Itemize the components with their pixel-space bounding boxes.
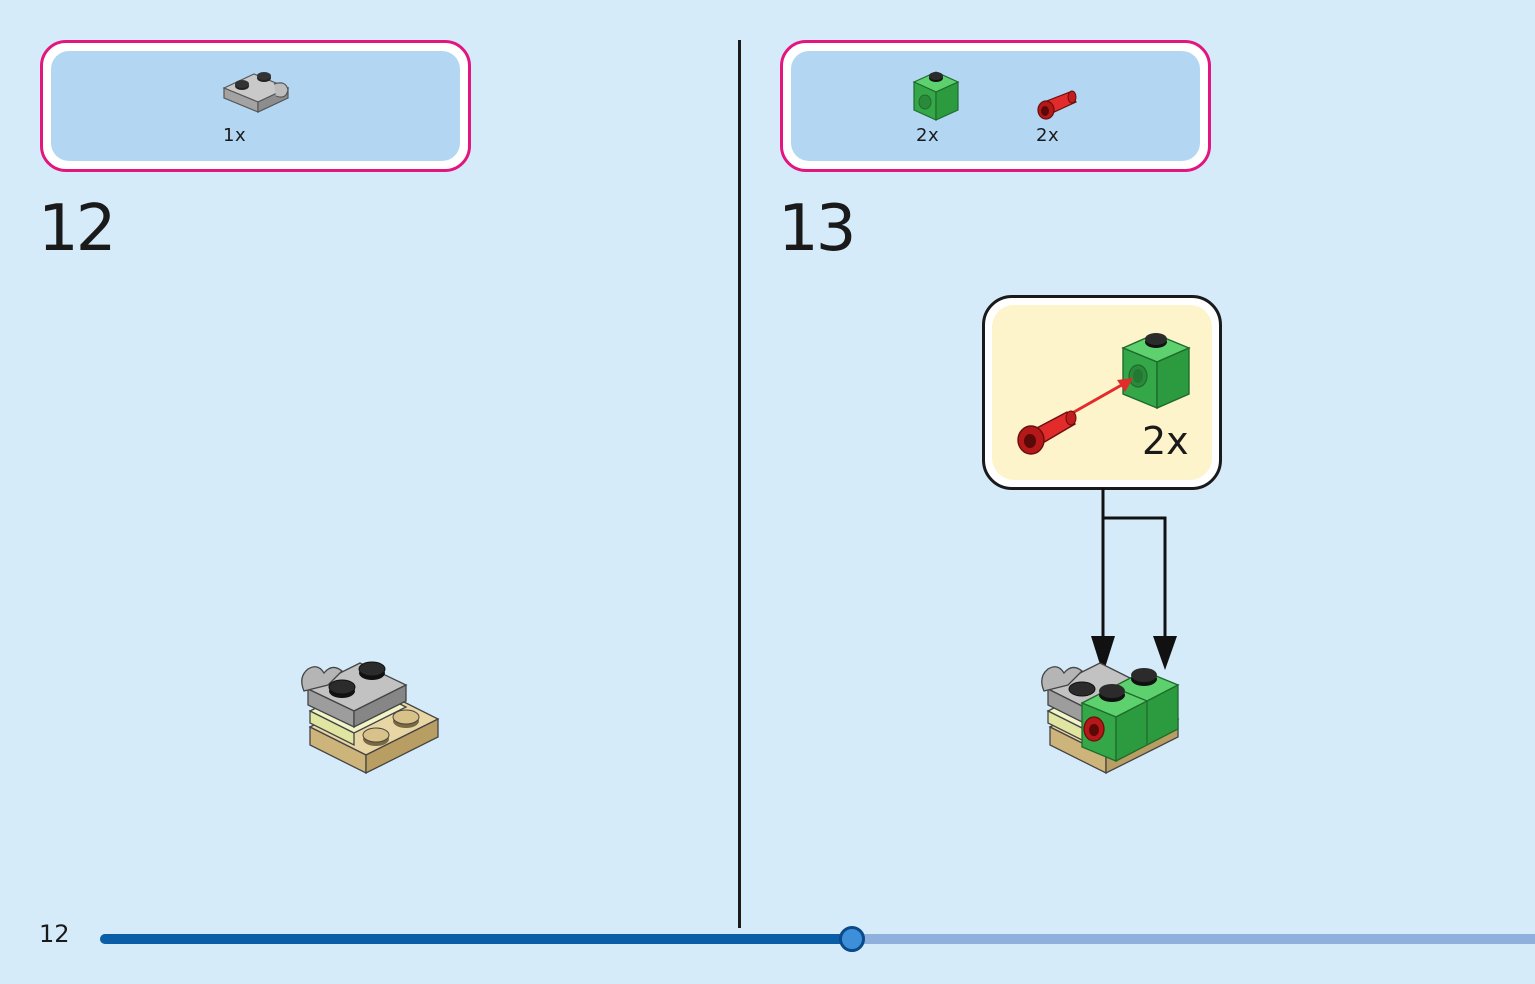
part-qty-red-pin: 2x bbox=[1036, 125, 1060, 146]
callout-assembly-illustration bbox=[1017, 333, 1191, 455]
placement-arrows bbox=[1091, 488, 1177, 674]
progress-bar-fill bbox=[100, 934, 851, 944]
page-divider bbox=[738, 40, 741, 928]
parts-list-background bbox=[791, 51, 1200, 161]
step-number-13: 13 bbox=[778, 192, 856, 266]
parts-list-step-13 bbox=[780, 40, 1211, 172]
page-number: 12 bbox=[39, 920, 70, 948]
grey-plate-clip-icon bbox=[222, 72, 290, 113]
part-qty-grey-plate: 1x bbox=[223, 125, 247, 146]
step-13-model-illustration bbox=[1041, 662, 1180, 775]
part-qty-green-brick: 2x bbox=[916, 125, 940, 146]
red-pin-icon bbox=[1037, 90, 1077, 120]
parts-list-step-12 bbox=[40, 40, 471, 172]
progress-bar bbox=[100, 926, 1535, 952]
callout-qty: 2x bbox=[1142, 419, 1189, 463]
progress-bar-knob bbox=[838, 926, 865, 952]
step-12-model-illustration bbox=[301, 661, 440, 775]
step-number-12: 12 bbox=[38, 192, 116, 266]
green-technic-brick-icon bbox=[912, 71, 960, 121]
